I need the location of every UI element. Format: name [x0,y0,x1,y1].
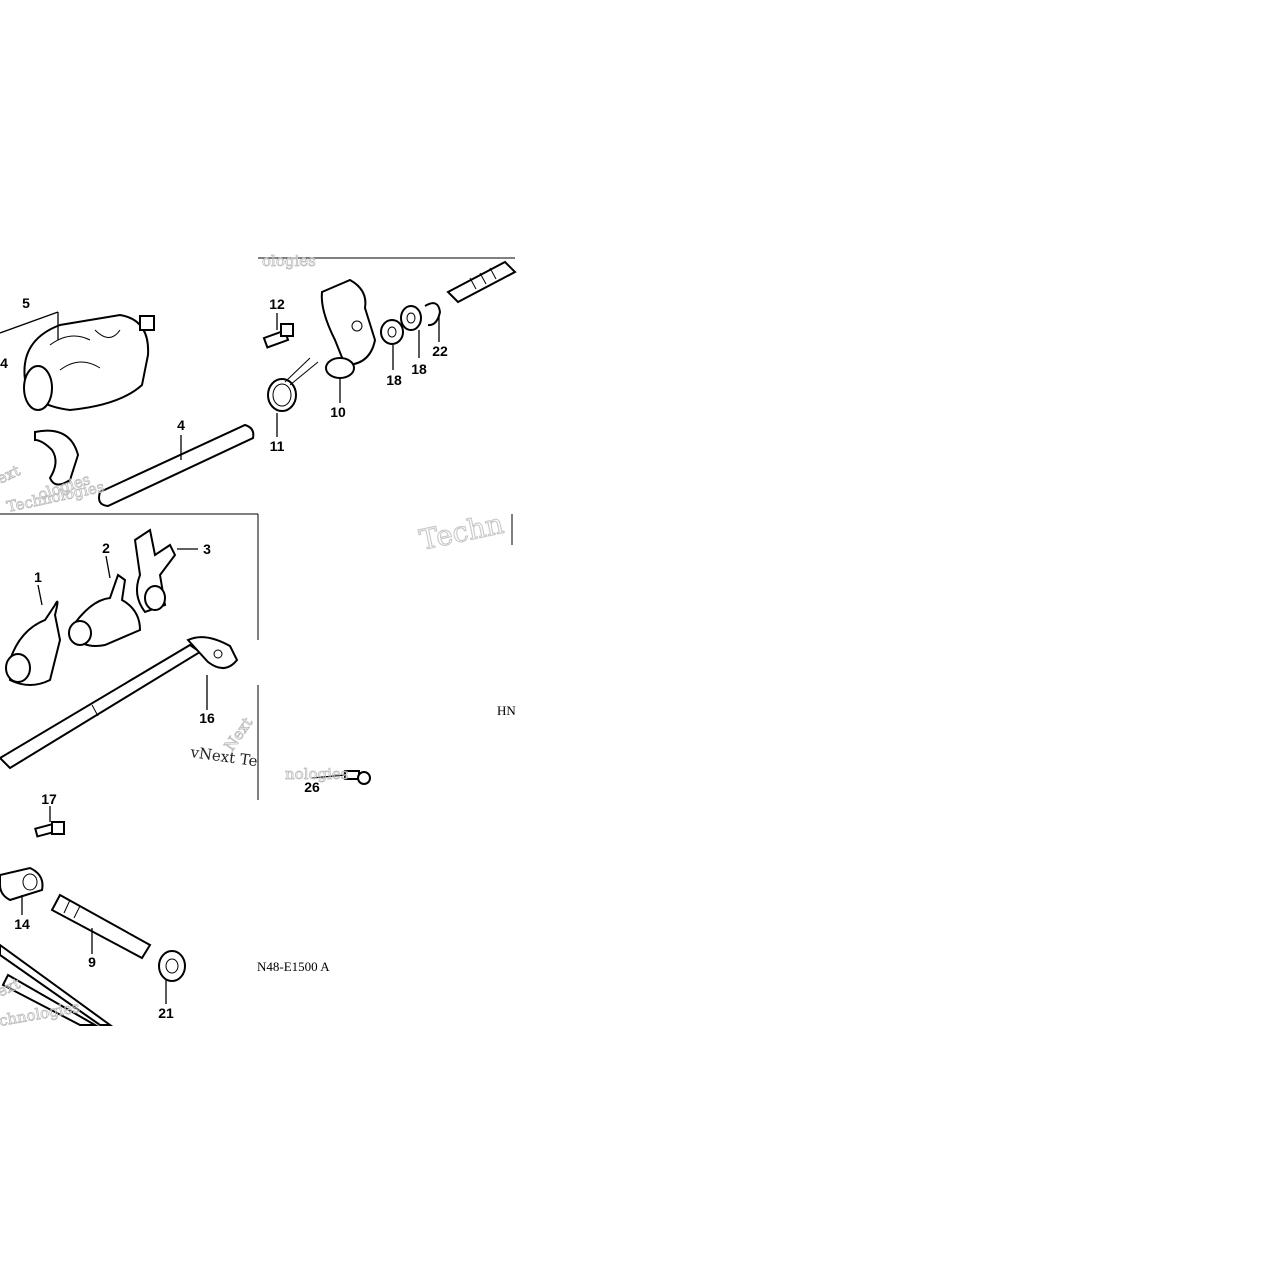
watermark-text: Techn [417,507,507,557]
watermark-text: nologies [285,765,349,783]
callout-numbers: 5 4 12 18 18 22 10 11 4 3 2 1 16 26 17 1… [0,295,448,1021]
callout-5: 5 [22,295,30,311]
watermark-text: ext [0,461,23,487]
watermark-text: ext [0,974,23,1000]
shift-drum [23,313,155,412]
callout-leader [311,774,346,779]
callout-leader [37,584,43,606]
callout-1: 1 [34,569,42,585]
callout-14: 14 [14,916,30,932]
shift-spindle [446,260,517,304]
callout-22: 22 [432,343,448,359]
watermark-text: Next [221,714,257,754]
callout-2: 2 [102,540,110,556]
callout-17: 17 [41,791,57,807]
shift-fork-2 [68,573,142,647]
callout-18b: 18 [411,361,427,377]
shift-fork-3 [133,528,177,614]
callout-4: 4 [177,417,185,433]
gearshift-spindle [50,893,152,960]
shift-fork-shaft [98,423,255,508]
bolt [262,323,294,349]
callout-10: 10 [330,404,346,420]
callout-leader [0,311,59,334]
callout-18a: 18 [386,372,402,388]
lower-shaft [0,943,114,1026]
callout-12: 12 [269,296,285,312]
callout-26: 26 [304,779,320,795]
figure-code: N48-E1500 A [257,959,330,974]
callout-4-partial: 4 [0,355,8,371]
shift-fork-1 [5,600,62,686]
callout-leader [105,555,111,579]
figure-code-hn: HN [497,703,516,718]
bolt-17 [34,821,65,838]
gearshift-arm [0,866,44,902]
washers [380,302,442,345]
watermark-text: ologies [262,252,316,270]
callout-21: 21 [158,1005,174,1021]
small-bolt [344,770,371,785]
shift-arm [320,278,377,379]
callout-16: 16 [199,710,215,726]
oil-seal [158,950,186,982]
return-spring [267,357,319,412]
callout-3: 3 [203,541,211,557]
callout-11: 11 [270,438,285,454]
stopper-plate [34,429,80,486]
callout-9: 9 [88,954,96,970]
shift-shaft [0,636,239,770]
